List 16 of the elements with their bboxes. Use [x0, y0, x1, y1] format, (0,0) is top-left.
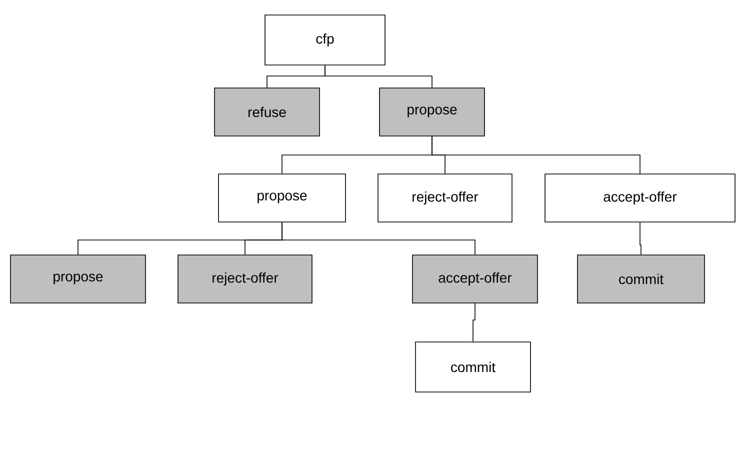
message-box: propose — [218, 174, 346, 222]
connector-line — [324, 65, 432, 88]
connector-line — [472, 303, 476, 342]
message-box: refuse — [214, 88, 320, 136]
message-box: commit — [415, 342, 531, 392]
message-box: cfp — [264, 14, 386, 66]
message-box: accept-offer — [544, 174, 736, 222]
message-box: accept-offer — [412, 254, 538, 304]
connector-line — [640, 222, 642, 255]
message-box: propose — [10, 254, 146, 304]
message-box: reject-offer — [178, 254, 312, 304]
message-box: reject-offer — [378, 174, 512, 222]
connector-line — [282, 222, 476, 255]
connector-line — [432, 136, 640, 174]
message-box: commit — [577, 254, 705, 304]
message-box: propose — [379, 88, 485, 136]
